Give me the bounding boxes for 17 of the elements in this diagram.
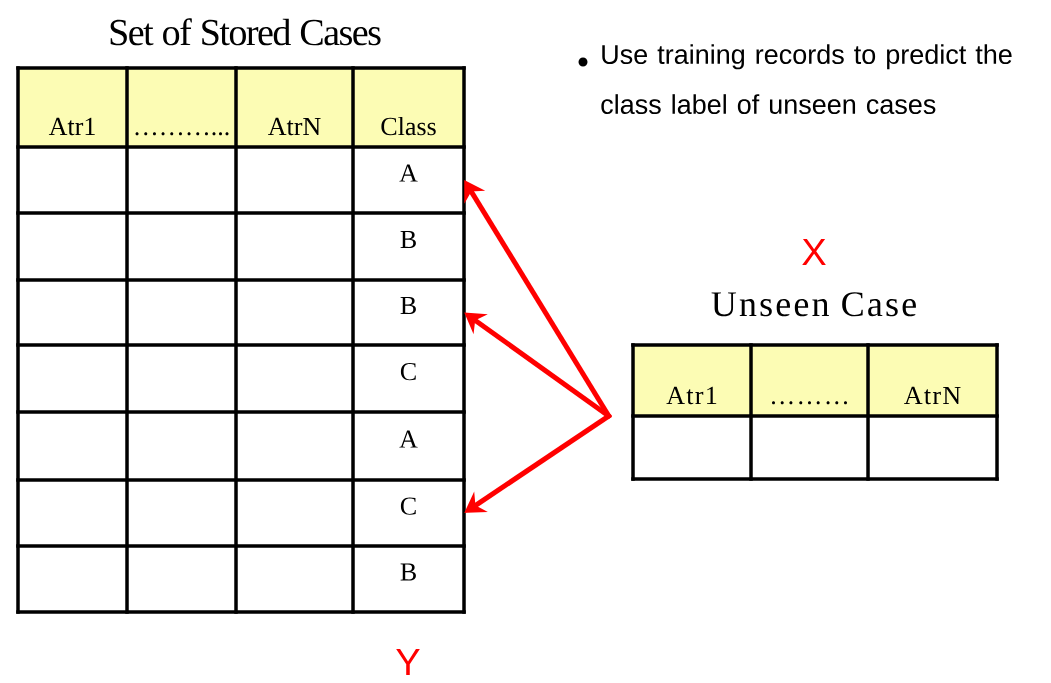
header-cell: Class (381, 116, 436, 136)
header-cell: ………... (135, 132, 229, 136)
header-cell: ……… (771, 401, 848, 405)
axis-letter: Y (396, 648, 420, 676)
table-title: Set of Stored Cases (110, 18, 381, 46)
class-cell: C (400, 362, 416, 381)
axis-letter: X (802, 238, 826, 266)
class-cell: C (400, 497, 416, 515)
class-cell: A (399, 430, 418, 448)
header-cell: Atr1 (48, 117, 95, 136)
class-cell: B (400, 297, 416, 315)
class-cell: B (400, 231, 416, 249)
bullet-text: Use training records to predict the class label of unseen cases (601, 44, 1012, 115)
class-cell: B (400, 563, 416, 581)
header-cell: Atr1 (666, 386, 717, 405)
table-title: Unseen Case (711, 292, 916, 317)
class-cell: A (399, 164, 418, 182)
